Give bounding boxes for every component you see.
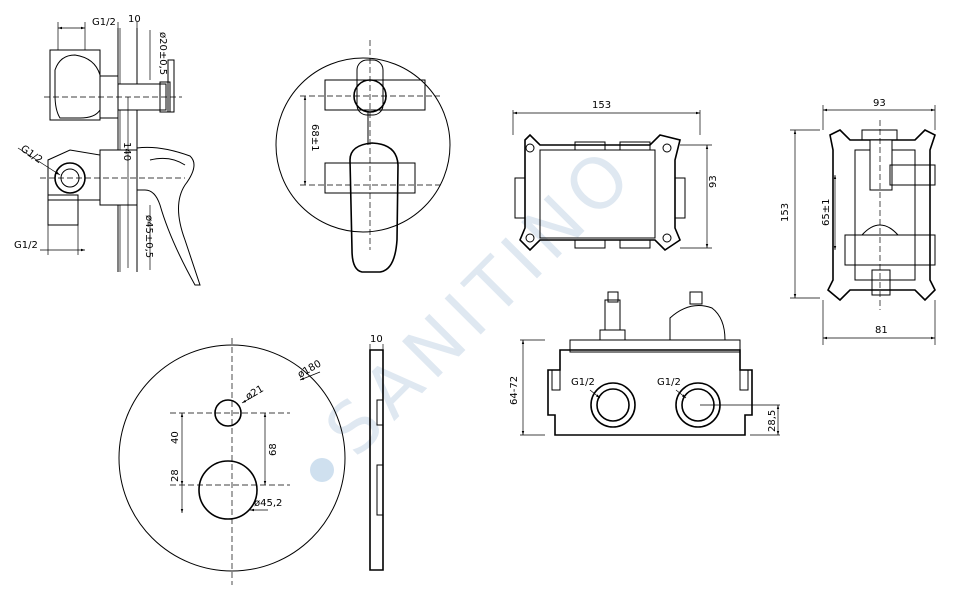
dim-d180: ø180 [296,358,323,380]
box-front [520,291,780,436]
dim-g1-box: G1/2 [571,377,595,388]
plate-side-dimensions: 10 [370,334,383,345]
dim-w81: 81 [875,325,888,336]
dim-h28-box: 28,5 [767,410,778,432]
dim-g2-box: G1/2 [657,377,681,388]
dim-g-bottom: G1/2 [14,240,38,251]
dim-ten: 10 [128,14,141,25]
dim-w153: 153 [592,100,611,111]
svg-text:SANITINO: SANITINO [310,130,652,472]
dim-w93: 93 [873,98,886,109]
dim-h140: 140 [121,142,132,161]
box-side-view [790,105,936,345]
dim-h93: 93 [708,175,719,188]
side-view-dimensions: G1/2 10 ø20±0,5 G1/2 140 ø45±0,5 G1/2 [14,14,168,258]
front-view-dimensions: 68±1 [309,124,320,151]
dim-t10: 10 [370,334,383,345]
dim-d20: ø20±0,5 [157,32,168,75]
box-top-dimensions: 153 93 [592,100,719,188]
plate-side [369,344,384,571]
dim-h40: 40 [170,431,181,444]
dim-h153: 153 [780,203,791,222]
box-side-dimensions: 93 153 65±1 81 [780,98,888,336]
front-view [275,40,451,273]
dim-d45: ø45±0,5 [143,215,154,258]
dim-h68-front: 68±1 [309,124,320,151]
dim-h65: 65±1 [821,199,832,226]
side-view [17,22,201,286]
watermark-drop-icon [310,458,334,482]
dim-h68: 68 [268,443,279,456]
watermark: SANITINO [310,130,652,472]
dim-d45-plate: ø45,2 [254,498,282,509]
dim-h64: 64-72 [509,376,520,405]
dim-d21: ø21 [244,384,266,403]
dim-h28: 28 [170,469,181,482]
plate-front-dimensions: ø180 ø21 40 68 28 ø45,2 [170,358,323,509]
box-front-dimensions: 64-72 G1/2 G1/2 28,5 [509,376,778,432]
dim-g-top: G1/2 [92,17,116,28]
dim-g-left: G1/2 [18,143,44,166]
box-top-view [512,110,712,252]
plate-front [118,338,346,585]
